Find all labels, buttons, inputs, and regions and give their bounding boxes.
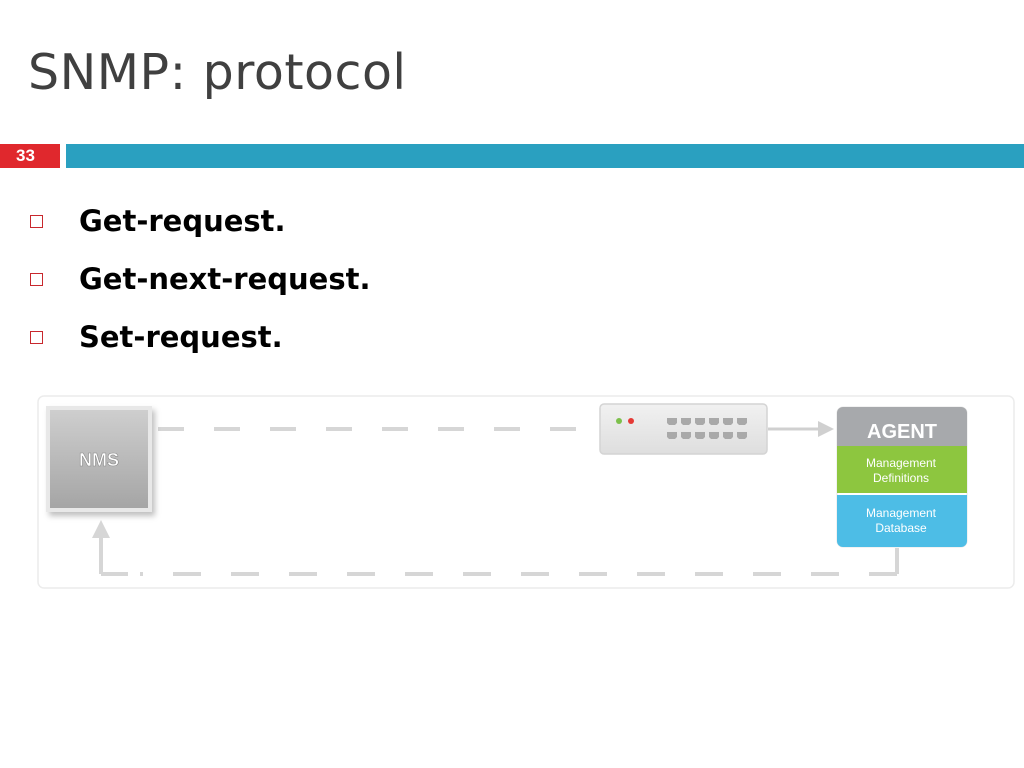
management-definitions-line1: Management: [866, 456, 937, 470]
agent-label: AGENT: [867, 421, 937, 443]
status-led-red-icon: [628, 418, 634, 424]
management-definitions-line2: Definitions: [873, 471, 929, 485]
square-bullet-icon: [30, 272, 43, 286]
diagram-frame: [37, 395, 1015, 589]
management-definitions-block: [837, 446, 967, 493]
bullet-text: Set-request.: [79, 320, 283, 354]
status-led-green-icon: [616, 418, 622, 424]
bullet-text: Get-next-request.: [79, 262, 371, 296]
slide-number: 33: [0, 144, 60, 168]
agent-header: [837, 407, 967, 446]
switch-ports-icon: [667, 418, 747, 439]
square-bullet-icon: [30, 214, 43, 228]
square-bullet-icon: [30, 330, 43, 344]
bullet-item: Set-request.: [30, 308, 370, 366]
bullet-text: Get-request.: [79, 204, 286, 238]
nms-node: NMS: [46, 406, 152, 512]
arrow-up-icon: [92, 520, 110, 538]
slide-title: SNMP: protocol: [28, 44, 407, 101]
bullet-list: Get-request. Get-next-request. Set-reque…: [30, 192, 370, 366]
management-database-block: [837, 495, 967, 547]
bullet-item: Get-next-request.: [30, 250, 370, 308]
management-database-line1: Management: [866, 506, 937, 520]
title-underline-bar: [66, 144, 1024, 168]
network-switch-icon: [599, 403, 768, 455]
agent-node: AGENT Management Definitions Management …: [836, 406, 968, 548]
management-database-line2: Database: [875, 521, 927, 535]
arrow-right-icon: [818, 421, 834, 437]
bullet-item: Get-request.: [30, 192, 370, 250]
nms-label: NMS: [79, 450, 119, 470]
